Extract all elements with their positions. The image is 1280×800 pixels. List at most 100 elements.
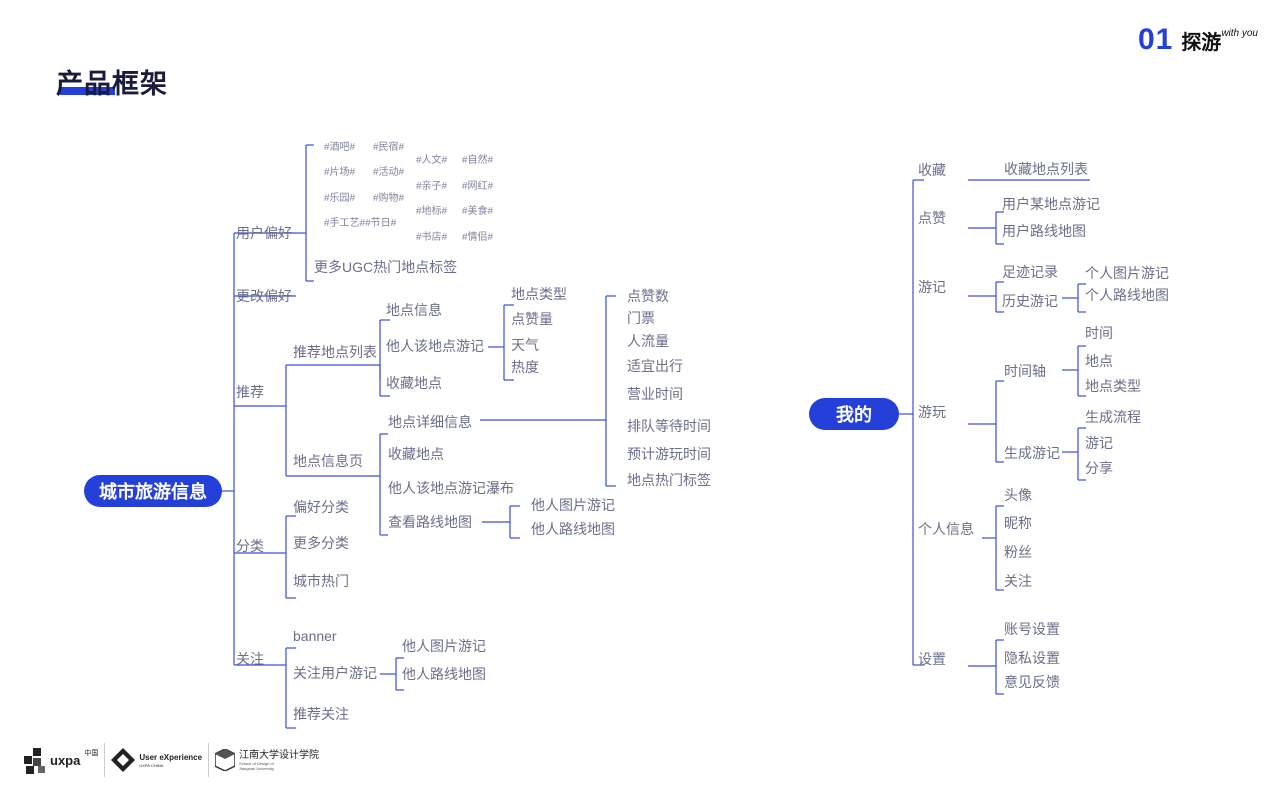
tag: #手工艺##节日# (324, 218, 397, 229)
node-change-pref: 更改偏好 (236, 288, 292, 304)
node-detail-item: 适宜出行 (627, 358, 683, 374)
divider (208, 743, 210, 777)
tag: #购物# (373, 193, 405, 204)
ux-text: User eXperience (139, 752, 203, 762)
node-timeline-item: 地点 (1085, 353, 1113, 369)
node-detail-item: 地点热门标签 (627, 472, 711, 488)
node-weather: 天气 (511, 337, 539, 353)
node-timeline-item: 地点类型 (1085, 378, 1141, 394)
node-like-item: 用户某地点游记 (1002, 196, 1100, 212)
node-route-map: 查看路线地图 (388, 514, 472, 530)
page-title: 产品框架 (56, 69, 168, 99)
node-profile-item: 粉丝 (1004, 544, 1032, 560)
node-detail-info: 地点详细信息 (388, 414, 472, 430)
tag: #书店# (416, 232, 448, 243)
node-detail-item: 排队等待时间 (627, 418, 711, 434)
ux-diamond-icon (111, 748, 136, 772)
node-cat-item: 城市热门 (293, 573, 349, 589)
node-route-item: 他人路线地图 (531, 521, 615, 537)
node-user-pref: 用户偏好 (236, 225, 292, 241)
tag: #片场# (324, 167, 356, 178)
node-banner: banner (293, 628, 337, 644)
brand-logo: 01 探游 with you (1138, 22, 1258, 58)
node-track: 足迹记录 (1002, 264, 1058, 280)
tag: #情侣# (462, 232, 494, 243)
node-cat-item: 更多分类 (293, 535, 349, 551)
node-info-page: 地点信息页 (293, 453, 363, 469)
node-collect: 收藏 (918, 162, 946, 178)
tag: #自然# (462, 155, 494, 166)
node-fav-place: 收藏地点 (386, 375, 442, 391)
node-detail-item: 预计游玩时间 (627, 446, 711, 462)
uxpa-logo: uxpa 中国 (24, 746, 98, 774)
node-like-item: 用户路线地图 (1002, 223, 1086, 239)
node-others-notes: 他人该地点游记 (386, 338, 484, 354)
uxpa-cn: 中国 (84, 750, 99, 757)
node-heat: 热度 (511, 359, 539, 375)
node-rec-list: 推荐地点列表 (293, 344, 377, 360)
root-mine: 我的 (809, 398, 899, 430)
node-detail-item: 门票 (627, 310, 655, 326)
brand-mark: 探游 (1181, 29, 1222, 54)
node-gen-notes: 生成游记 (1004, 445, 1060, 461)
node-place-type: 地点类型 (511, 286, 567, 302)
node-settings: 设置 (918, 651, 946, 667)
brand-with: with you (1221, 27, 1258, 39)
node-collect-list: 收藏地点列表 (1004, 161, 1088, 177)
node-likes: 点赞量 (511, 311, 553, 327)
ux-sub: UXPA CHINA (139, 762, 164, 768)
node-waterfall: 他人该地点游记瀑布 (388, 480, 514, 496)
node-profile: 个人信息 (918, 521, 974, 537)
node-route-item: 他人图片游记 (531, 497, 615, 513)
jiangnan-cube-icon (215, 749, 236, 771)
node-gen-item: 游记 (1085, 435, 1113, 451)
tag: #美食# (462, 206, 494, 217)
uxpa-text: uxpa (50, 752, 81, 768)
tag: #地标# (416, 206, 448, 217)
root-city-travel-info: 城市旅游信息 (84, 475, 222, 507)
node-follow-item: 他人路线地图 (402, 666, 486, 682)
node-category: 分类 (236, 538, 264, 554)
tag: #活动# (373, 167, 405, 178)
node-more-ugc-tags: 更多UGC热门地点标签 (314, 259, 458, 275)
tag: #乐园# (324, 193, 356, 204)
uxpa-cubes-icon (24, 748, 45, 774)
node-profile-item: 昵称 (1004, 515, 1032, 531)
title-underline (60, 87, 115, 95)
tag: #人文# (416, 155, 448, 166)
tag: #网红# (462, 181, 494, 192)
ux-logo: User eXperience UXPA CHINA (111, 748, 202, 772)
node-follow-item: 他人图片游记 (402, 638, 486, 654)
node-follow: 关注 (236, 651, 264, 667)
node-history: 历史游记 (1002, 293, 1058, 309)
brand-number: 01 (1137, 23, 1174, 56)
node-settings-item: 账号设置 (1004, 621, 1060, 637)
node-place-info: 地点信息 (386, 302, 442, 318)
node-timeline: 时间轴 (1004, 363, 1046, 379)
tag: #酒吧# (324, 142, 356, 153)
node-settings-item: 隐私设置 (1004, 650, 1060, 666)
tag: #民宿# (373, 142, 405, 153)
node-history-item: 个人路线地图 (1085, 287, 1169, 303)
footer-logos: uxpa 中国 User eXperience UXPA CHINA 江南大学设… (24, 740, 319, 780)
node-like: 点赞 (918, 210, 946, 226)
divider (104, 743, 106, 777)
node-gen-item: 分享 (1085, 460, 1113, 476)
tag: #亲子# (416, 181, 448, 192)
node-history-item: 个人图片游记 (1085, 265, 1169, 281)
node-fav-place-2: 收藏地点 (388, 446, 444, 462)
node-gen-item: 生成流程 (1085, 409, 1141, 425)
node-detail-item: 点赞数 (627, 288, 669, 304)
node-detail-item: 人流量 (627, 333, 669, 349)
node-profile-item: 关注 (1004, 573, 1032, 589)
jiangnan-text: 江南大学设计学院 (239, 749, 320, 761)
node-detail-item: 营业时间 (627, 386, 683, 402)
node-settings-item: 意见反馈 (1004, 674, 1060, 690)
node-rec-follow: 推荐关注 (293, 706, 349, 722)
node-follow-notes: 关注用户游记 (293, 665, 377, 681)
node-cat-item: 偏好分类 (293, 499, 349, 515)
node-notes: 游记 (918, 279, 946, 295)
